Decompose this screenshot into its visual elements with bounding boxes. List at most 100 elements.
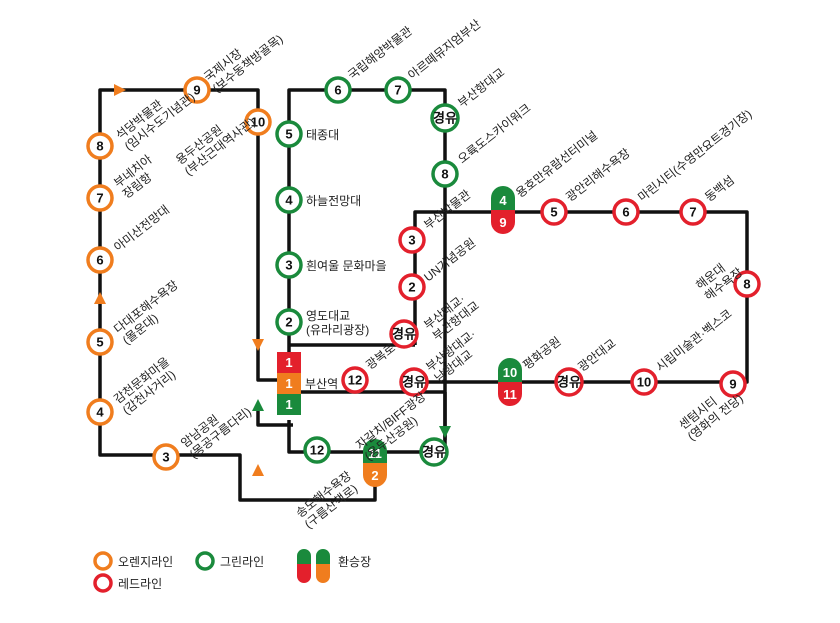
red-transfer-1-ring xyxy=(389,319,419,349)
orange-label-6: 아미산전망대 xyxy=(111,203,172,255)
red-transfer-2-ring xyxy=(554,367,584,397)
orange-stop-7-ring xyxy=(86,184,114,212)
red-transfer-1[interactable]: 경유 xyxy=(389,319,419,349)
transfer-stop-10-11-bottom xyxy=(498,382,522,406)
busan-station-number-0: 1 xyxy=(285,355,292,370)
red-stop-7[interactable]: 7 xyxy=(679,198,707,226)
green-stop-6-ring xyxy=(324,76,352,104)
transfer-stop-11-2-top xyxy=(363,439,387,463)
green-stop-3-number: 3 xyxy=(285,258,292,273)
orange-line-link xyxy=(256,405,293,427)
green-direction-arrow-1 xyxy=(439,426,451,438)
orange-direction-arrow-1 xyxy=(114,84,126,96)
legend-transfer-swatch xyxy=(297,549,330,583)
red-label-7: 동백섬 xyxy=(702,173,737,204)
orange-stop-6[interactable]: 6 xyxy=(86,246,114,274)
busan-station-label: 부산역 xyxy=(305,377,338,391)
legend-green-swatch xyxy=(195,551,215,571)
orange-stop-4[interactable]: 4 xyxy=(86,398,114,426)
green-transfer-2-ring xyxy=(419,437,449,467)
busan-station-number-1: 1 xyxy=(285,376,292,391)
busan-station-seg-2 xyxy=(277,394,301,415)
orange-stop-5[interactable]: 5 xyxy=(86,328,114,356)
green-stop-12[interactable]: 12 xyxy=(303,436,331,464)
legend-orange-label: 오렌지라인 xyxy=(118,555,173,569)
red-stop-12[interactable]: 12 xyxy=(341,366,369,394)
orange-stop-3[interactable]: 3 xyxy=(152,443,180,471)
green-stop-5[interactable]: 5 xyxy=(275,120,303,148)
red-stop-12-ring xyxy=(341,366,369,394)
orange-stop-10[interactable]: 10 xyxy=(244,108,272,136)
legend-red-swatch xyxy=(93,573,113,593)
red-stop-3-ring xyxy=(398,226,426,254)
green-stop-8[interactable]: 8 xyxy=(431,160,459,188)
red-label-2: UN기념공원 xyxy=(421,235,478,284)
green-transfer-2[interactable]: 경유 xyxy=(419,437,449,467)
green-stop-4-ring xyxy=(275,186,303,214)
red-stop-2[interactable]: 2 xyxy=(398,273,426,301)
red-stop-6[interactable]: 6 xyxy=(612,198,640,226)
orange-stop-6-number: 6 xyxy=(96,253,103,268)
red-label-6: 마린시티(수영만요트경기장) xyxy=(635,107,754,205)
green-transfer-1[interactable]: 경유 xyxy=(430,103,460,133)
red-stop-8[interactable]: 8 xyxy=(733,270,761,298)
red-transfer-1-label: 경유 xyxy=(392,327,416,342)
green-label-2: 영도대교(유라리광장) xyxy=(306,309,369,337)
red-stop-5[interactable]: 5 xyxy=(540,198,568,226)
green-stop-4[interactable]: 4 xyxy=(275,186,303,214)
orange-stop-6-ring xyxy=(86,246,114,274)
red-transfer-3[interactable]: 경유 xyxy=(399,367,429,397)
green-stop-12-number: 12 xyxy=(310,443,324,458)
green-stop-3[interactable]: 3 xyxy=(275,251,303,279)
green-transfer-1-label: 경유 xyxy=(433,111,457,126)
legend-red-label: 레드라인 xyxy=(118,577,162,591)
orange-stop-9-ring xyxy=(183,76,211,104)
green-stop-6[interactable]: 6 xyxy=(324,76,352,104)
busan-station-seg-1 xyxy=(277,373,301,394)
red-stop-8-ring xyxy=(733,270,761,298)
transfer-stop-10-11-bottom-number: 11 xyxy=(503,387,517,402)
transfer-stop-11-2[interactable]: 112 xyxy=(363,439,387,487)
orange-stop-3-number: 3 xyxy=(162,450,169,465)
orange-stop-8[interactable]: 8 xyxy=(86,132,114,160)
legend-green-label: 그린라인 xyxy=(220,555,264,569)
orange-stop-3-ring xyxy=(152,443,180,471)
red-stop-12-number: 12 xyxy=(348,373,362,388)
green-stop-5-ring xyxy=(275,120,303,148)
red-stop-10[interactable]: 10 xyxy=(630,368,658,396)
red-stop-10-ring xyxy=(630,368,658,396)
legend-transfer-label: 환승장 xyxy=(338,555,371,569)
green-label-6: 국립해양박물관 xyxy=(345,24,415,83)
red-stop-7-ring xyxy=(679,198,707,226)
green-stop-2[interactable]: 2 xyxy=(275,308,303,336)
red-stop-3-number: 3 xyxy=(408,233,415,248)
green-stop-8-number: 8 xyxy=(441,167,448,182)
red-transfer-2[interactable]: 경유 xyxy=(554,367,584,397)
transfer-stop-4-9[interactable]: 49 xyxy=(491,186,515,234)
green-label-4: 하늘전망대 xyxy=(306,194,361,208)
orange-direction-arrow-3 xyxy=(252,339,264,351)
green-label-5: 태종대 xyxy=(306,128,339,142)
transfer-stop-4-9-top-number: 4 xyxy=(499,193,507,208)
red-stop-10-number: 10 xyxy=(637,375,651,390)
red-stop-9[interactable]: 9 xyxy=(719,370,747,398)
green-stop-8-ring xyxy=(431,160,459,188)
orange-stop-7[interactable]: 7 xyxy=(86,184,114,212)
red-stop-3[interactable]: 3 xyxy=(398,226,426,254)
red-stop-9-ring xyxy=(719,370,747,398)
orange-stop-7-number: 7 xyxy=(96,191,103,206)
transfer-stop-4-9-bottom xyxy=(491,210,515,234)
orange-stop-9[interactable]: 9 xyxy=(183,76,211,104)
transfer-stop-4-9-bottom-number: 9 xyxy=(499,215,506,230)
green-line-west-north xyxy=(287,88,447,392)
green-stop-6-number: 6 xyxy=(334,83,341,98)
orange-stop-10-number: 10 xyxy=(251,115,265,130)
green-stop-7[interactable]: 7 xyxy=(384,76,412,104)
orange-label-5: 다대포해수욕장(몰운대) xyxy=(111,278,189,348)
red-transfer-3-ring xyxy=(399,367,429,397)
busan-station-stop[interactable]: 111 xyxy=(277,352,301,415)
orange-label-9: 국제시장(보수동책방골목) xyxy=(201,21,285,96)
